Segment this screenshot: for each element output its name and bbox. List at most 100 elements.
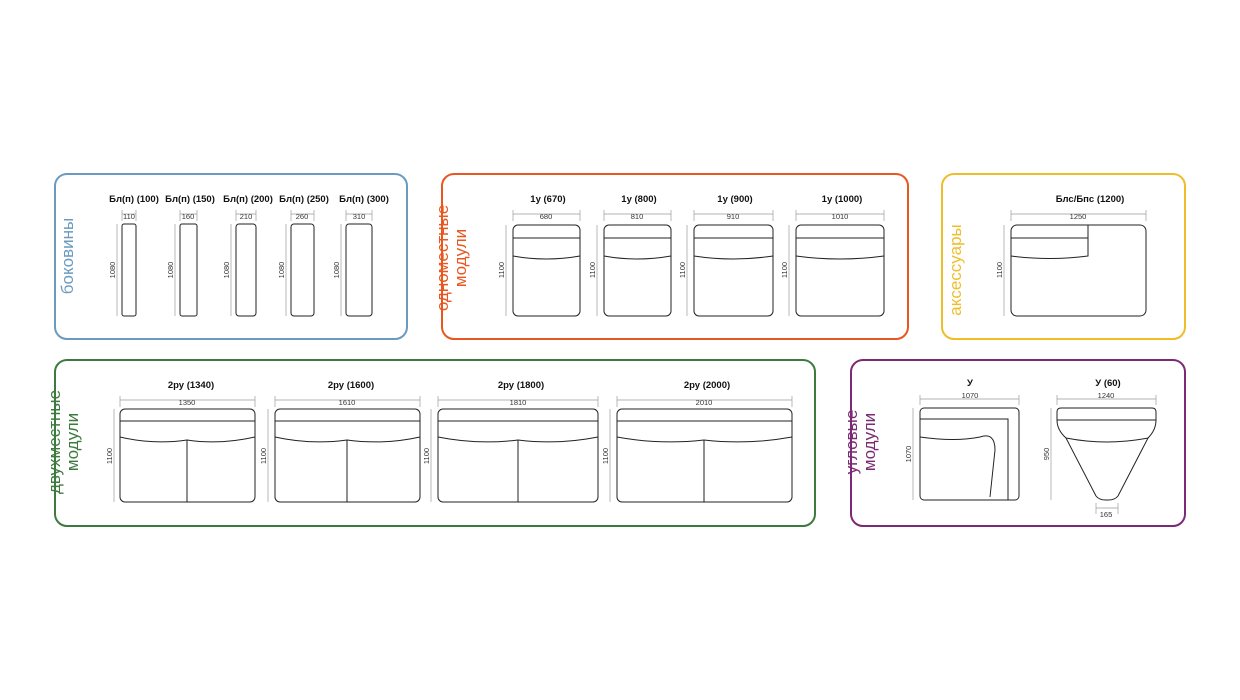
single-module-900: 1у (900) 910 1100 [678, 194, 774, 317]
width-value: 2010 [696, 398, 713, 407]
width-value: 110 [123, 212, 135, 221]
frame-bokoviny [54, 173, 408, 340]
height-value: 1080 [222, 262, 231, 279]
frame-aksessuary [941, 173, 1186, 340]
corner-module-u: У 1070 1070 [904, 378, 1020, 501]
side-module-300: Бл(п) (300) 310 1080 [332, 194, 389, 317]
backrest-line [920, 418, 1009, 500]
height-value: 1100 [105, 448, 114, 464]
width-value: 210 [240, 212, 253, 221]
height-value: 1080 [332, 262, 341, 279]
width-value: 680 [540, 212, 553, 221]
cushion-line [693, 255, 774, 260]
height-value: 1100 [678, 262, 687, 278]
cushion-lines [437, 436, 599, 502]
single-module-800: 1у (800) 810 1100 [588, 194, 672, 317]
module-label: 2ру (2000) [684, 380, 730, 391]
module-label: Бл(п) (200) [223, 194, 273, 205]
seat-shape [919, 407, 1020, 501]
height-value: 1100 [422, 448, 431, 464]
height-value: 1100 [995, 262, 1004, 278]
side-module-150: Бл(п) (150) 160 1080 [165, 194, 215, 317]
module-label: 2ру (1340) [168, 380, 214, 391]
height-value: 1100 [588, 262, 597, 278]
seat-shape [512, 224, 581, 317]
height-value: 1100 [497, 262, 506, 278]
width-value: 810 [631, 212, 644, 221]
module-label: Блс/Бпс (1200) [1056, 194, 1125, 205]
title-uglovye-line1: угловые [842, 410, 861, 475]
module-label: 1у (1000) [822, 194, 863, 205]
width-value: 1810 [510, 398, 527, 407]
module-label: 2ру (1600) [328, 380, 374, 391]
height-value: 1100 [780, 262, 789, 278]
seat-shape [603, 224, 672, 317]
title-odnomestnye-line2: модули [451, 229, 470, 287]
section-bokoviny: боковины Бл(п) (100) 110 1080 Бл(п) (150… [54, 173, 408, 340]
side-shape [235, 223, 257, 317]
double-module-1800: 2ру (1800) 1810 1100 [422, 380, 599, 503]
module-label: Бл(п) (250) [279, 194, 329, 205]
double-module-1340: 2ру (1340) 1350 1100 [105, 380, 256, 503]
width-value: 1350 [179, 398, 196, 407]
module-label: 1у (900) [717, 194, 752, 205]
frame-uglovye [850, 359, 1186, 527]
width-value: 310 [353, 212, 366, 221]
height-value: 1100 [259, 448, 268, 464]
side-shape [290, 223, 315, 317]
module-label: Бл(п) (100) [109, 194, 159, 205]
cushion-line [795, 255, 885, 260]
cushion-line [1065, 437, 1149, 443]
height-value: 1080 [277, 262, 286, 279]
side-shape [345, 223, 373, 317]
cushion-lines [616, 436, 793, 502]
module-label: 1у (670) [530, 194, 565, 205]
section-aksessuary: аксессуары Блс/Бпс (1200) 1250 1100 [941, 173, 1186, 340]
height-value: 1080 [108, 262, 117, 279]
cushion-line [1010, 238, 1089, 259]
cushion-lines [119, 436, 256, 502]
seat-shape [693, 224, 774, 317]
side-module-200: Бл(п) (200) 210 1080 [222, 194, 273, 317]
seat-shape [1010, 224, 1147, 317]
title-uglovye-line2: модули [860, 413, 879, 471]
module-label: Бл(п) (300) [339, 194, 389, 205]
cushion-line [603, 255, 672, 260]
title-dvuhmestnye-line2: модули [63, 413, 82, 471]
single-module-670: 1у (670) 680 1100 [497, 194, 581, 317]
cushion-line [919, 435, 996, 498]
width-value: 1250 [1070, 212, 1087, 221]
width-value: 1240 [1098, 391, 1115, 400]
double-module-1600: 2ру (1600) 1610 1100 [259, 380, 421, 503]
module-label: У (60) [1095, 378, 1120, 389]
side-shape [179, 223, 198, 317]
section-uglovye: угловые модули У 1070 1070 У (60) 1240 9… [842, 359, 1186, 527]
height-value: 1100 [601, 448, 610, 464]
title-dvuhmestnye-line1: двухместные [45, 390, 64, 494]
side-shape [121, 223, 137, 317]
corner-module-u60: У (60) 1240 950 165 [1042, 378, 1157, 519]
height-value: 1080 [166, 262, 175, 279]
width-value: 160 [182, 212, 195, 221]
width-value: 1070 [962, 391, 979, 400]
width-value: 1610 [339, 398, 356, 407]
module-label: 1у (800) [621, 194, 656, 205]
frame-dvuhmestnye [54, 359, 816, 527]
title-aksessuary: аксессуары [946, 224, 965, 315]
seat-shape [795, 224, 885, 317]
cushion-lines [274, 436, 421, 502]
module-label: У [967, 378, 973, 389]
double-module-2000: 2ру (2000) 2010 1100 [601, 380, 793, 503]
bottom-width-value: 165 [1100, 510, 1113, 519]
module-label: 2ру (1800) [498, 380, 544, 391]
width-value: 910 [727, 212, 740, 221]
cushion-line [512, 255, 581, 260]
section-dvuhmestnye: двухместные модули 2ру (1340) 1350 1100 … [45, 359, 816, 527]
side-module-250: Бл(п) (250) 260 1080 [277, 194, 329, 317]
side-module-100: Бл(п) (100) 110 1080 [108, 194, 159, 317]
single-module-1000: 1у (1000) 1010 1100 [780, 194, 885, 317]
width-value: 260 [296, 212, 309, 221]
frame-odnomestnye [441, 173, 909, 340]
height-value: 1070 [904, 446, 913, 463]
